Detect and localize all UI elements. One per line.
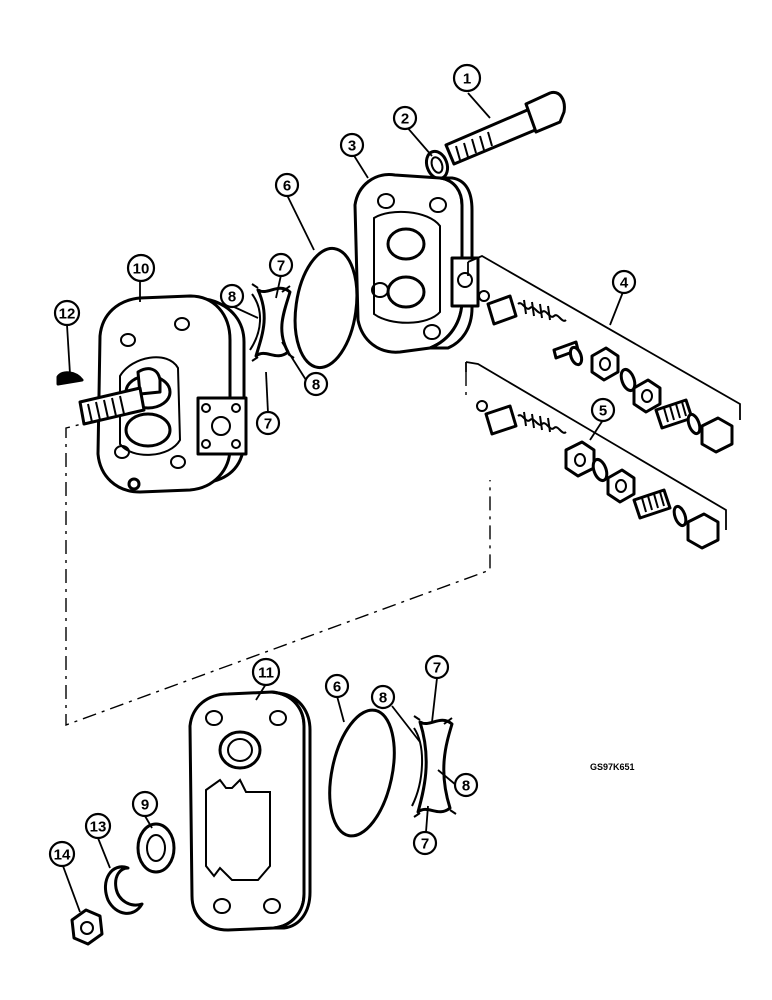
svg-text:1: 1 [463, 71, 471, 88]
callout-6-lower: 6 [324, 673, 350, 699]
svg-text:12: 12 [59, 306, 76, 323]
callout-5: 5 [590, 397, 616, 423]
svg-text:13: 13 [90, 819, 107, 836]
svg-text:10: 10 [133, 261, 150, 278]
svg-text:8: 8 [228, 289, 236, 306]
callout-3: 3 [339, 132, 365, 158]
part-relief-valve-upper [478, 290, 734, 454]
callout-13: 13 [84, 812, 112, 840]
callout-8-lower-right: 8 [453, 772, 479, 798]
part-bolt [444, 90, 566, 166]
callout-8-upper-right: 8 [303, 371, 329, 397]
callout-9: 9 [131, 790, 159, 818]
part-snap-ring [104, 865, 144, 915]
part-o-ring-upper [293, 246, 359, 370]
part-key [56, 371, 84, 386]
callout-2: 2 [392, 105, 418, 131]
callout-4: 4 [611, 269, 637, 295]
callout-7-upper-bottom: 7 [255, 410, 281, 436]
svg-text:6: 6 [283, 178, 291, 195]
svg-text:7: 7 [421, 836, 429, 853]
svg-text:8: 8 [312, 377, 320, 394]
callout-1: 1 [452, 63, 482, 93]
callout-10: 10 [126, 253, 156, 283]
svg-text:3: 3 [348, 138, 356, 155]
svg-text:7: 7 [277, 258, 285, 275]
svg-text:8: 8 [379, 690, 387, 707]
svg-text:8: 8 [462, 778, 470, 795]
part-relief-valve-lower [476, 400, 720, 550]
svg-text:5: 5 [599, 403, 607, 420]
svg-text:2: 2 [401, 111, 409, 128]
part-seals-lower [411, 715, 457, 818]
part-pump-body [78, 294, 248, 494]
drawing-code-label: GS97K651 [590, 762, 635, 772]
callout-11: 11 [251, 657, 281, 687]
callout-6-upper: 6 [274, 172, 300, 198]
callout-7-lower-bottom: 7 [412, 830, 438, 856]
part-mounting-flange [188, 690, 312, 932]
part-o-ring-lower [328, 708, 396, 838]
part-end-cover [353, 173, 480, 354]
callout-7-upper-top: 7 [268, 252, 294, 278]
svg-text:11: 11 [258, 665, 274, 682]
part-oil-seal [136, 822, 176, 874]
svg-text:7: 7 [264, 416, 272, 433]
callout-14: 14 [48, 840, 76, 868]
group-brackets [465, 254, 741, 530]
svg-text:14: 14 [54, 847, 71, 864]
assembly-dashed-lines [65, 372, 491, 727]
svg-text:9: 9 [141, 797, 149, 814]
svg-text:4: 4 [620, 275, 629, 292]
svg-text:7: 7 [433, 660, 441, 677]
callout-8-lower-left: 8 [370, 684, 396, 710]
callout-12: 12 [53, 299, 81, 327]
leader-lines [62, 92, 624, 913]
svg-text:6: 6 [333, 679, 341, 696]
callout-7-lower-top: 7 [424, 654, 450, 680]
callout-8-upper-left: 8 [219, 283, 245, 309]
part-nut [70, 908, 104, 946]
